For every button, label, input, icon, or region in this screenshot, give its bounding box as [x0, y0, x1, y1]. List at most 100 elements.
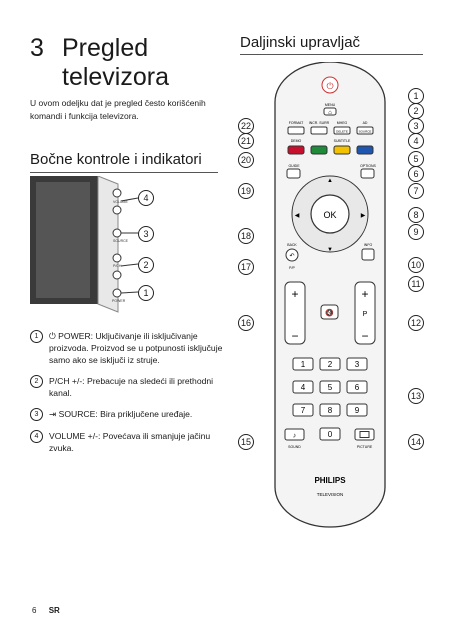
sound-label: SOUND	[288, 445, 301, 449]
guide-button	[286, 168, 301, 179]
remote-illustration: ⏻ MENU ⌂ FORMAT INCR. SURR MHEG AD DELET…	[274, 62, 386, 528]
list-item: 2 P/CH +/-: Prebacuje na sledeći ili pre…	[30, 375, 226, 399]
remote-callout-21: 21	[238, 133, 254, 149]
digit-button	[292, 403, 314, 417]
remote-callout-20: 20	[238, 152, 254, 168]
up-arrow-icon: ▲	[327, 178, 333, 184]
back-label: BACK	[287, 243, 297, 247]
power-label: POWER	[112, 299, 126, 303]
television-label: TELEVISION	[317, 492, 344, 497]
options-label: OPTIONS	[360, 164, 376, 168]
pch-label: P/CH	[113, 264, 122, 268]
format-button	[287, 126, 305, 135]
list-number: 4	[30, 430, 43, 443]
remote-callout-13: 13	[408, 388, 424, 404]
digit-label: 0	[328, 430, 333, 439]
source-label: SOURCE	[113, 239, 129, 243]
digit-label: 3	[355, 360, 360, 369]
digit-label: 9	[355, 406, 360, 415]
back-button	[285, 248, 299, 262]
chapter-number: 3	[30, 34, 44, 62]
remote-callout-2: 2	[408, 103, 424, 119]
remote-callout-22: 22	[238, 118, 254, 134]
right-arrow-icon: ▶	[361, 213, 366, 219]
remote-callout-1: 1	[408, 88, 424, 104]
digit-button	[319, 357, 341, 371]
source-label: SOURCE	[359, 130, 372, 134]
volume-minus-button	[112, 205, 122, 215]
menu-button	[323, 107, 337, 116]
back-arrow-icon: ↶	[289, 253, 294, 260]
remote-callout-8: 8	[408, 207, 424, 223]
list-text: ⏻ POWER: Uključivanje ili isključivanje …	[49, 331, 223, 365]
divider	[240, 54, 423, 55]
subtitle-label: SUBTITLE	[334, 139, 351, 143]
page-number: 6	[32, 606, 37, 615]
tv-screen	[36, 182, 90, 298]
digit-button	[319, 427, 341, 441]
remote-callout-3: 3	[408, 118, 424, 134]
volume-minus-icon: −	[291, 329, 298, 343]
left-arrow-icon: ◀	[295, 213, 300, 219]
volume-plus-button	[112, 188, 122, 198]
yellow-button	[333, 145, 351, 155]
side-callout-2: 2	[138, 257, 154, 273]
green-button	[310, 145, 328, 155]
digit-label: 4	[301, 383, 306, 392]
side-controls-heading: Bočne kontrole i indikatori	[30, 151, 202, 168]
format-label: FORMAT	[289, 121, 304, 125]
side-callout-1: 1	[138, 285, 154, 301]
list-number: 1	[30, 330, 43, 343]
info-label: INFO	[364, 243, 373, 247]
remote-callout-10: 10	[408, 257, 424, 273]
power-icon: ⏻	[326, 81, 333, 91]
side-callout-4: 4	[138, 190, 154, 206]
remote-callout-19: 19	[238, 183, 254, 199]
digit-label: 7	[301, 406, 306, 415]
home-icon: ⌂	[328, 110, 332, 116]
digit-button	[319, 403, 341, 417]
source-button	[356, 126, 374, 135]
remote-callout-4: 4	[408, 133, 424, 149]
down-arrow-icon: ▼	[327, 247, 333, 253]
digit-button	[346, 403, 368, 417]
demo-label: DEMO	[291, 139, 302, 143]
digit-label: 8	[328, 406, 333, 415]
ok-button	[310, 194, 350, 234]
source-button	[112, 228, 122, 238]
remote-callout-9: 9	[408, 224, 424, 240]
list-number: 2	[30, 375, 43, 388]
guide-label: GUIDE	[288, 164, 300, 168]
info-button	[361, 248, 375, 261]
channel-rocker	[354, 281, 376, 345]
menu-label: MENU	[325, 103, 336, 107]
mheg-label: MHEG	[337, 121, 348, 125]
brand-logo: PHILIPS	[314, 476, 346, 485]
sound-button	[284, 428, 305, 441]
list-item: 3 ⇥ SOURCE: Bira priključene uređaje.	[30, 408, 226, 421]
list-text: P/CH +/-: Prebacuje na sledeći ili preth…	[49, 376, 214, 398]
p-label: P	[363, 311, 368, 318]
pch-minus-button	[112, 270, 122, 280]
mute-icon: 🔇	[325, 308, 334, 317]
pip-label: P/P	[289, 266, 295, 270]
digit-button	[319, 380, 341, 394]
sound-icon: ♪	[293, 433, 297, 440]
power-button	[321, 76, 339, 94]
blue-button	[356, 145, 374, 155]
side-callout-3: 3	[138, 226, 154, 242]
remote-callout-12: 12	[408, 315, 424, 331]
remote-heading: Daljinski upravljač	[240, 34, 361, 51]
list-number: 3	[30, 408, 43, 421]
volume-label: VOLUME	[113, 200, 128, 204]
volume-plus-icon: +	[291, 287, 298, 301]
side-controls-list: 1 ⏻ POWER: Uključivanje ili isključivanj…	[30, 330, 226, 463]
digit-label: 5	[328, 383, 333, 392]
remote-callout-6: 6	[408, 166, 424, 182]
remote-callout-11: 11	[408, 276, 424, 292]
page-footer: 6 SR	[32, 606, 60, 615]
red-button	[287, 145, 305, 155]
remote-callout-5: 5	[408, 151, 424, 167]
channel-plus-icon: +	[361, 287, 368, 301]
